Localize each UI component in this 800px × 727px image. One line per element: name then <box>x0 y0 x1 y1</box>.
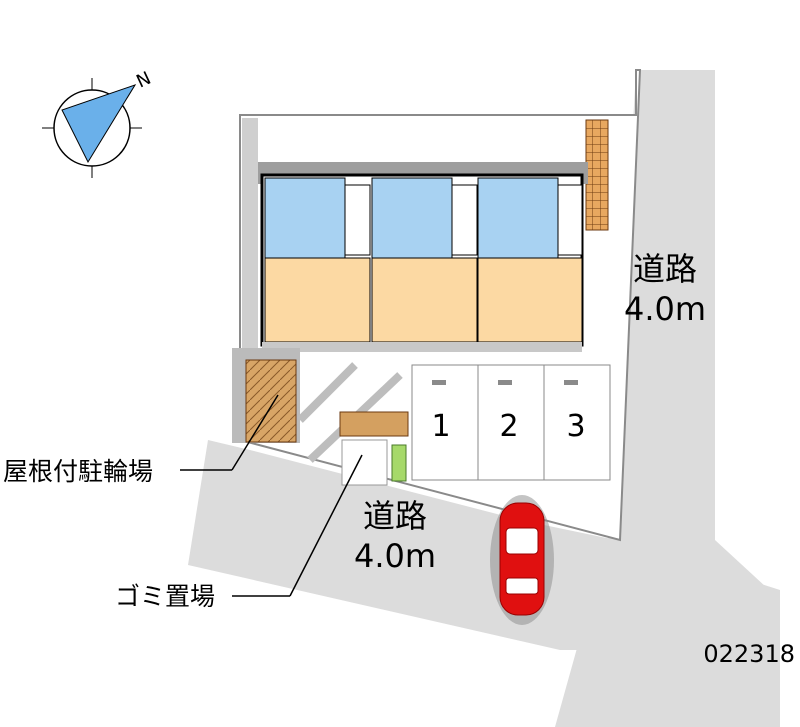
road-south-label: 道路 4.0m <box>354 497 436 575</box>
parking-space-2: 2 <box>499 409 518 444</box>
parking-lot: 1 2 3 <box>411 364 611 481</box>
garbage-area <box>339 411 409 486</box>
parking-space-3: 3 <box>566 409 585 444</box>
compass-rose-icon: N <box>42 68 154 178</box>
compass-north-label: N <box>133 68 154 93</box>
road-south-area <box>188 440 780 650</box>
parking-space-1: 1 <box>431 409 450 444</box>
road-south-width: 4.0m <box>354 537 436 575</box>
road-east-name: 道路 <box>633 250 697 288</box>
road-east-width: 4.0m <box>624 290 706 328</box>
road-south-name: 道路 <box>363 497 427 535</box>
car-icon <box>490 495 554 625</box>
bike-parking-label: 屋根付駐輪場 <box>3 457 153 486</box>
balcony-strip <box>262 342 582 352</box>
unit-1 <box>264 177 371 343</box>
listing-code: 022318 <box>703 640 795 668</box>
garbage-callout: ゴミ置場 <box>115 454 363 611</box>
apartment-building <box>258 162 588 352</box>
unit-2 <box>371 177 478 343</box>
unit-3 <box>477 177 583 343</box>
bike-parking-callout: 屋根付駐輪場 <box>3 394 279 486</box>
road-east-label: 道路 4.0m <box>624 250 706 328</box>
hedge-fence <box>585 119 609 231</box>
bike-shelter <box>232 348 300 443</box>
garbage-label: ゴミ置場 <box>115 582 215 611</box>
